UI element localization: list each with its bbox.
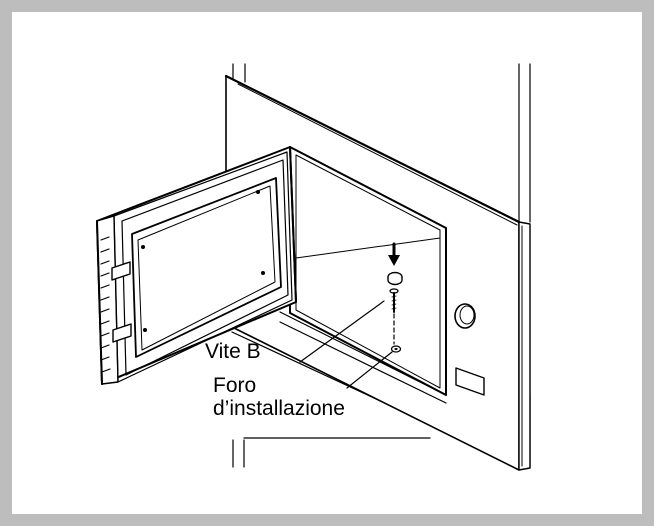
screw-b-icon — [389, 288, 399, 313]
down-arrow-icon — [388, 242, 400, 266]
label-installation-hole-line2: d’installazione — [213, 397, 345, 420]
label-screw-b: Vite B — [205, 340, 261, 363]
installation-hole-icon — [390, 345, 402, 353]
door-vent-slots — [100, 236, 111, 373]
leader-line-screw — [299, 300, 385, 363]
door-hinge-icon — [111, 261, 132, 343]
diagram-panel: Vite B Foro d’installazione — [12, 12, 642, 514]
screw-cap-icon — [387, 271, 403, 286]
leader-line-hole — [346, 351, 393, 389]
display-window — [455, 367, 485, 396]
label-installation-hole-line1: Foro — [213, 374, 257, 397]
window-rivets — [141, 190, 265, 332]
microwave-installation-drawing — [96, 63, 531, 471]
knob-icon — [454, 303, 476, 329]
